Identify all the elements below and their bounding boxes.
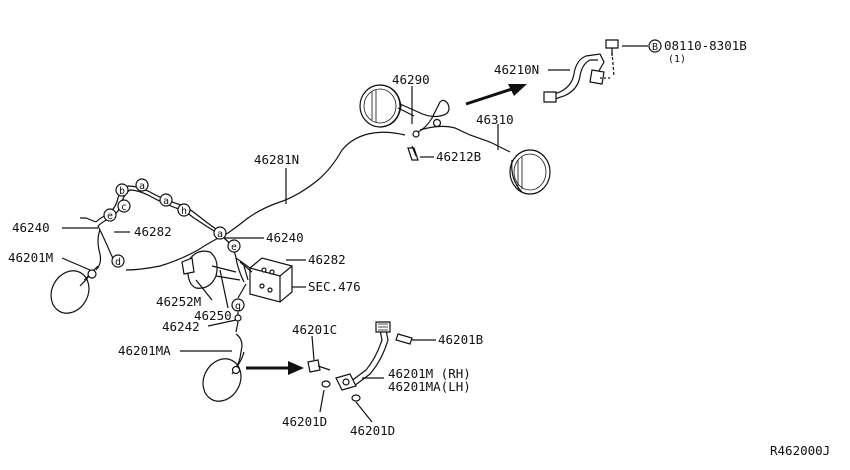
clip-46201b bbox=[395, 333, 413, 345]
clip-letter: e bbox=[107, 211, 113, 222]
brake-bracket-46252m bbox=[181, 250, 241, 289]
rear-left-brake-drum bbox=[359, 84, 402, 128]
label-46201d-right: 46201D bbox=[350, 423, 395, 438]
front-right-brake-caliper bbox=[202, 333, 245, 402]
clip-letter: a bbox=[163, 196, 169, 207]
label-46240-left: 46240 bbox=[12, 220, 50, 235]
direction-arrow-upper bbox=[465, 84, 527, 106]
label-46240-right: 46240 bbox=[266, 230, 304, 245]
clip-marker-e: e bbox=[103, 208, 117, 222]
clip-letter: c bbox=[121, 202, 127, 213]
label-46210n: 46210N bbox=[494, 62, 539, 77]
label-bolt-qty: (1) bbox=[668, 54, 686, 65]
rear-right-brake-drum bbox=[509, 149, 551, 195]
label-bolt-part: 08110-8301B bbox=[664, 38, 747, 53]
front-brake-hose-detail bbox=[335, 321, 391, 391]
clip-letter: d bbox=[115, 257, 121, 268]
label-46290: 46290 bbox=[392, 72, 430, 87]
label-46250: 46250 bbox=[194, 308, 232, 323]
direction-arrow-lower bbox=[246, 361, 304, 375]
washer-46201d-right bbox=[351, 394, 361, 402]
clip-marker-d: d bbox=[111, 254, 125, 268]
clip-marker-e: e bbox=[227, 239, 241, 253]
rear-brake-pipes bbox=[397, 99, 511, 153]
label-46201c: 46201C bbox=[292, 322, 337, 337]
main-brake-pipe bbox=[125, 131, 406, 271]
bolt-letter: B bbox=[652, 42, 658, 53]
clip-marker-a: a bbox=[135, 178, 149, 192]
bolt-46201c bbox=[307, 359, 331, 373]
label-reference-code: R462000J bbox=[770, 443, 830, 458]
clip-marker-b: b bbox=[115, 183, 129, 197]
label-46201ma: 46201MA bbox=[118, 343, 171, 358]
washer-46201d-left bbox=[321, 380, 331, 388]
label-46201m-rh: 46201M (RH) bbox=[388, 366, 471, 381]
clip-letter: a bbox=[139, 181, 145, 192]
label-46201m: 46201M bbox=[8, 250, 53, 265]
clip-letter: b bbox=[119, 186, 125, 197]
label-46201ma-lh: 46201MA(LH) bbox=[388, 379, 471, 394]
clip-letter: h bbox=[181, 206, 187, 217]
clip-marker-g: g bbox=[231, 298, 245, 312]
leader-lines bbox=[61, 45, 648, 423]
clip-markers: b a a h c e a e d g bbox=[103, 178, 245, 312]
clip-letter: e bbox=[231, 242, 237, 253]
label-46212b: 46212B bbox=[436, 149, 481, 164]
label-46310: 46310 bbox=[476, 112, 514, 127]
label-46281n: 46281N bbox=[254, 152, 299, 167]
clip-marker-c: c bbox=[117, 199, 131, 213]
clip-letter: g bbox=[235, 301, 241, 312]
clip-marker-h: h bbox=[177, 203, 191, 217]
label-46242: 46242 bbox=[162, 319, 200, 334]
clip-marker-a: a bbox=[159, 193, 173, 207]
clip-marker-a: a bbox=[213, 226, 227, 240]
clip-letter: a bbox=[217, 229, 223, 240]
bolt-b-marker: B bbox=[648, 39, 662, 53]
label-46282-right: 46282 bbox=[308, 252, 346, 267]
bracket-46212b bbox=[407, 145, 419, 161]
label-46252m: 46252M bbox=[156, 294, 201, 309]
part-labels: 46290 46210N 08110-8301B (1) 46310 46212… bbox=[8, 38, 830, 458]
label-46201d-left: 46201D bbox=[282, 414, 327, 429]
label-46201b: 46201B bbox=[438, 332, 483, 347]
rear-pipe-detail-46210n bbox=[543, 39, 619, 103]
label-46282-left: 46282 bbox=[134, 224, 172, 239]
label-sec-476: SEC.476 bbox=[308, 279, 361, 294]
front-left-brake-caliper bbox=[50, 265, 99, 314]
abs-actuator-unit bbox=[235, 257, 293, 303]
hose-46242 bbox=[234, 312, 242, 333]
